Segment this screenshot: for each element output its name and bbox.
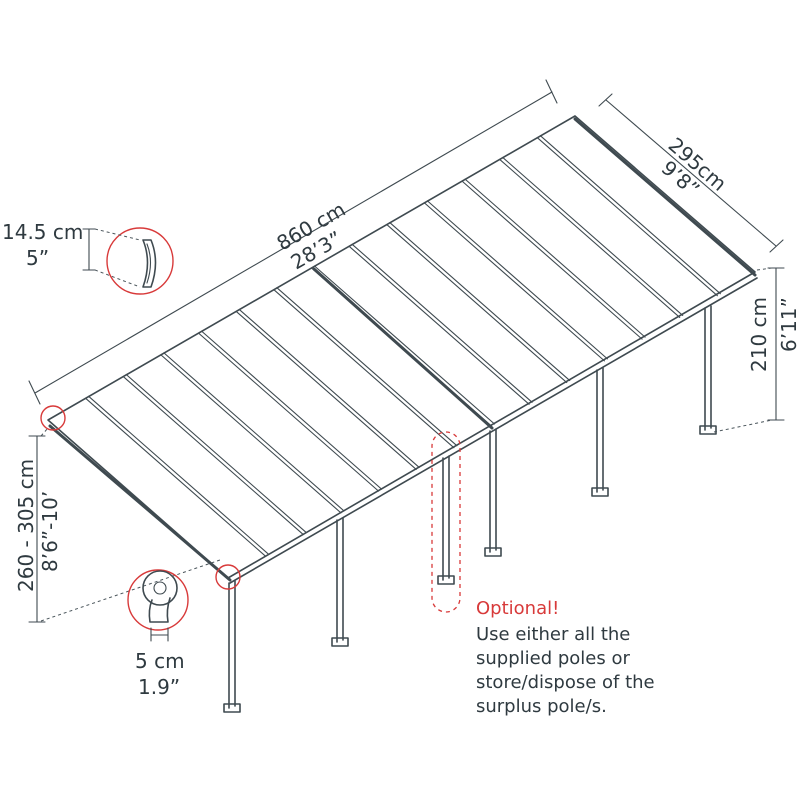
post-base-plate (331, 637, 349, 647)
panel-rib (235, 310, 417, 470)
panel-rib (273, 289, 455, 449)
optional-pole-highlight (431, 431, 461, 613)
optional-note: Optional! Use either all the supplied po… (476, 598, 655, 717)
panel-rib (122, 376, 304, 536)
post-base-plate (223, 703, 241, 713)
optional-note-line: surplus pole/s. (476, 696, 607, 717)
post-base-plate (484, 547, 502, 557)
panel-rib (423, 202, 605, 362)
panel-rib (160, 354, 342, 514)
high-height-cm-label: 210 cm (747, 297, 771, 372)
panel-rib (276, 287, 458, 447)
panel-rib (88, 395, 270, 555)
panel-rib (536, 137, 718, 297)
roof-frame (47, 115, 758, 584)
post-in-label: 1.9” (138, 675, 180, 699)
panel-rib (464, 178, 646, 338)
panel-rib (348, 245, 530, 405)
post-base-plate (591, 487, 609, 497)
high-height-dimension: 210 cm 6’11” (713, 267, 800, 433)
gutter-in-label: 5” (26, 246, 49, 270)
roof-panels (85, 135, 721, 557)
post-bracket-detail: 5 cm 1.9” (127, 569, 189, 699)
panel-rib (351, 243, 533, 403)
panel-rib (313, 265, 496, 425)
panel-rib (386, 224, 568, 384)
width-dimension: 295cm 9’8” (598, 93, 784, 253)
low-height-ft-label: 8’6”-10’ (38, 491, 62, 572)
optional-note-line: Use either all the (476, 624, 630, 645)
gutter-profile-detail: 14.5 cm 5” (2, 220, 174, 295)
panel-rib (198, 332, 380, 492)
panel-rib (426, 200, 608, 360)
corner-callout-front (215, 564, 241, 590)
post-cm-label: 5 cm (135, 649, 185, 673)
high-height-ft-label: 6’11” (777, 297, 800, 352)
optional-note-title: Optional! (476, 598, 559, 619)
panel-rib (499, 158, 681, 318)
panel-rib (389, 222, 571, 382)
optional-note-line: supplied poles or (476, 648, 630, 669)
posts (223, 305, 717, 713)
panel-rib (163, 352, 345, 512)
panel-rib (461, 180, 643, 340)
post-base-plate (437, 575, 455, 585)
panel-rib (539, 135, 721, 295)
panel-rib (502, 156, 684, 316)
panel-rib (125, 374, 307, 534)
low-height-dimension: 260 - 305 cm 8’6”-10’ (14, 427, 221, 623)
corner-callout-back (40, 405, 66, 431)
low-height-cm-label: 260 - 305 cm (14, 459, 38, 592)
gutter-cm-label: 14.5 cm (2, 220, 83, 244)
optional-note-line: store/dispose of the (476, 672, 655, 693)
panel-rib (85, 397, 267, 557)
post-base-plate (699, 425, 717, 435)
length-dimension: 860 cm 28’3” (28, 79, 558, 405)
panel-rib (238, 308, 420, 468)
panel-rib (201, 330, 383, 490)
